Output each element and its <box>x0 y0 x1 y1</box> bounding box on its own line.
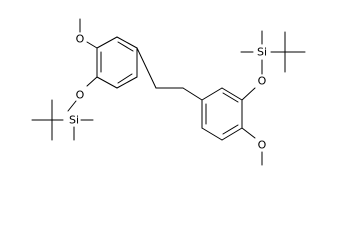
bond <box>116 36 138 49</box>
right-ring <box>201 87 243 141</box>
left-methoxy: O <box>76 18 98 49</box>
double-bond-inner <box>222 124 239 135</box>
bond <box>182 87 203 101</box>
double-bond-inner <box>117 73 133 84</box>
right-silyl-ether: O Si <box>240 30 306 101</box>
bond <box>201 87 223 101</box>
atom-label-oxygen: O <box>258 139 267 152</box>
double-bond-inner <box>222 92 239 103</box>
bond <box>86 76 98 87</box>
bond <box>67 100 77 112</box>
atom-label-silicon: Si <box>69 114 79 127</box>
left-ring <box>96 36 138 89</box>
atom-label-oxygen: O <box>258 75 267 88</box>
atom-label-oxygen: O <box>76 33 85 46</box>
bond <box>241 87 256 101</box>
chemical-structure: O O Si O Si <box>31 18 306 166</box>
right-methoxy: O <box>241 127 267 166</box>
bond <box>116 76 138 89</box>
bond <box>136 47 157 89</box>
atom-label-oxygen: O <box>76 89 85 102</box>
bond <box>86 41 98 49</box>
atom-label-silicon: Si <box>257 46 267 59</box>
ethylene-bridge <box>136 47 203 101</box>
bond <box>96 76 118 89</box>
bond <box>96 36 118 49</box>
left-silyl-ether: O Si <box>31 76 98 141</box>
bond <box>221 87 243 101</box>
bond <box>201 127 223 141</box>
bond <box>241 127 256 139</box>
double-bond-inner <box>117 41 134 52</box>
bond <box>221 127 243 141</box>
